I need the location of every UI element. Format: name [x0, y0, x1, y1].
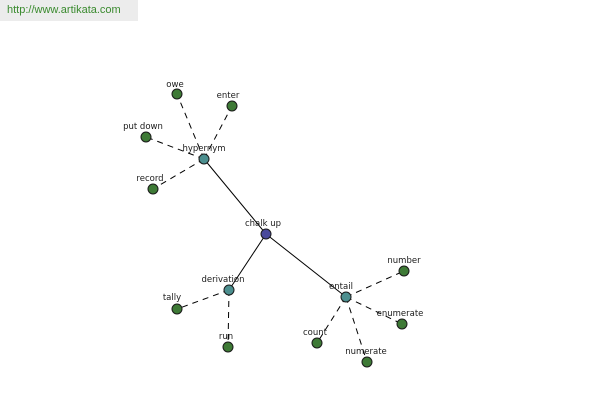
graph-edges: [145, 93, 405, 363]
node-run[interactable]: run: [219, 332, 234, 353]
node-entail[interactable]: entail: [329, 282, 353, 303]
node-dot-enter[interactable]: [226, 100, 238, 112]
node-owe[interactable]: owe: [166, 80, 184, 100]
node-dot-enumerate[interactable]: [396, 318, 408, 330]
node-enter[interactable]: enter: [217, 91, 240, 112]
edge-chalk-up-hypernym: [203, 158, 267, 235]
node-dot-derivation[interactable]: [223, 284, 235, 296]
node-dot-number[interactable]: [398, 265, 410, 277]
node-put-down[interactable]: put down: [123, 122, 163, 143]
node-label-enumerate[interactable]: enumerate: [377, 309, 424, 319]
node-label-enter[interactable]: enter: [217, 91, 240, 101]
edge-hypernym-owe: [176, 93, 205, 160]
node-tally[interactable]: tally: [163, 293, 183, 315]
node-derivation[interactable]: derivation: [201, 275, 245, 296]
edge-hypernym-enter: [203, 105, 233, 160]
node-label-number[interactable]: number: [387, 256, 421, 266]
node-dot-entail[interactable]: [340, 291, 352, 303]
node-dot-chalk-up[interactable]: [260, 228, 272, 240]
edge-entail-numerate: [345, 296, 368, 363]
edge-chalk-up-derivation: [228, 233, 267, 291]
node-label-hypernym[interactable]: hypernym: [182, 144, 225, 154]
node-enumerate[interactable]: enumerate: [377, 309, 424, 330]
node-dot-count[interactable]: [311, 337, 323, 349]
node-label-count[interactable]: count: [303, 328, 328, 338]
edge-chalk-up-entail: [265, 233, 347, 298]
node-count[interactable]: count: [303, 328, 328, 349]
node-dot-owe[interactable]: [171, 88, 183, 100]
node-label-record[interactable]: record: [136, 174, 163, 184]
node-label-tally[interactable]: tally: [163, 293, 181, 303]
edge-entail-number: [345, 270, 405, 298]
node-label-derivation[interactable]: derivation: [201, 275, 244, 285]
node-chalk-up[interactable]: chalk up: [245, 219, 281, 240]
node-label-put-down[interactable]: put down: [123, 122, 163, 132]
node-dot-numerate[interactable]: [361, 356, 373, 368]
graph-nodes: chalk up hypernym derivation entail owe enter…: [123, 80, 424, 368]
node-dot-tally[interactable]: [171, 303, 183, 315]
edge-hypernym-record: [152, 158, 205, 190]
node-dot-record[interactable]: [147, 183, 159, 195]
node-label-numerate[interactable]: numerate: [345, 347, 387, 357]
node-record[interactable]: record: [136, 174, 164, 195]
node-label-run[interactable]: run: [219, 332, 233, 342]
node-label-owe[interactable]: owe: [166, 80, 183, 90]
edge-entail-count: [316, 296, 347, 344]
node-dot-put-down[interactable]: [140, 131, 152, 143]
node-dot-run[interactable]: [222, 341, 234, 353]
node-label-entail[interactable]: entail: [329, 282, 353, 292]
node-hypernym[interactable]: hypernym: [182, 144, 226, 165]
site-url-link[interactable]: http://www.artikata.com: [0, 0, 138, 21]
node-label-chalk-up[interactable]: chalk up: [245, 219, 281, 229]
node-number[interactable]: number: [387, 256, 421, 277]
node-dot-hypernym[interactable]: [198, 153, 210, 165]
node-numerate[interactable]: numerate: [345, 347, 387, 368]
edge-derivation-tally: [176, 289, 230, 310]
edge-derivation-run: [227, 289, 230, 348]
